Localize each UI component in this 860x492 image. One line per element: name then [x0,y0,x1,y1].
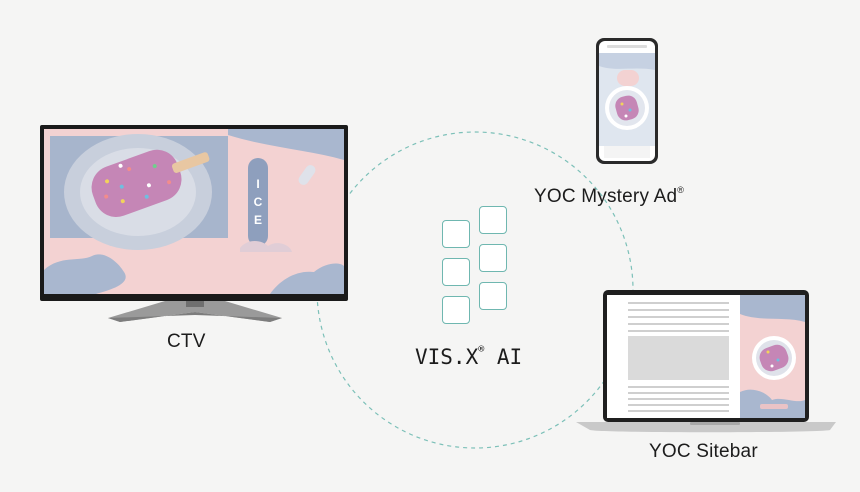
visx-label-main: VIS.X [415,345,479,369]
ice-letter-1: I [256,177,259,191]
visx-registered-mark: ® [478,344,485,355]
article-placeholder [628,302,729,412]
visx-ai-label: VIS.X® AI [415,344,523,369]
ice-letter-3: E [254,213,262,227]
mystery-ad-label: YOC Mystery Ad® [534,185,685,208]
sitebar-ad [740,295,805,418]
registered-mark: ® [677,185,685,195]
mobile-device [596,38,658,164]
popsicle-image [91,149,210,218]
laptop-device [576,290,836,433]
visx-tile-1 [479,206,507,234]
tv-screen: I C E [44,129,344,294]
visx-tile-6 [442,296,470,324]
ice-letter-2: C [254,195,263,209]
ice-pill [248,158,268,246]
sitebar-label: YOC Sitebar [649,441,758,462]
visx-tile-2 [442,220,470,248]
cloud-left [44,254,126,294]
visx-tile-3 [479,244,507,272]
ctv-label: CTV [167,331,206,352]
mystery-ad-text: YOC Mystery Ad [534,186,678,207]
connection-circle [316,131,634,449]
cloud-right [270,263,344,294]
tv-device: I C E [40,125,348,322]
laptop-base [576,422,836,433]
visx-label-suffix: AI [484,345,523,369]
visx-tile-4 [442,258,470,286]
visx-tile-5 [479,282,507,310]
